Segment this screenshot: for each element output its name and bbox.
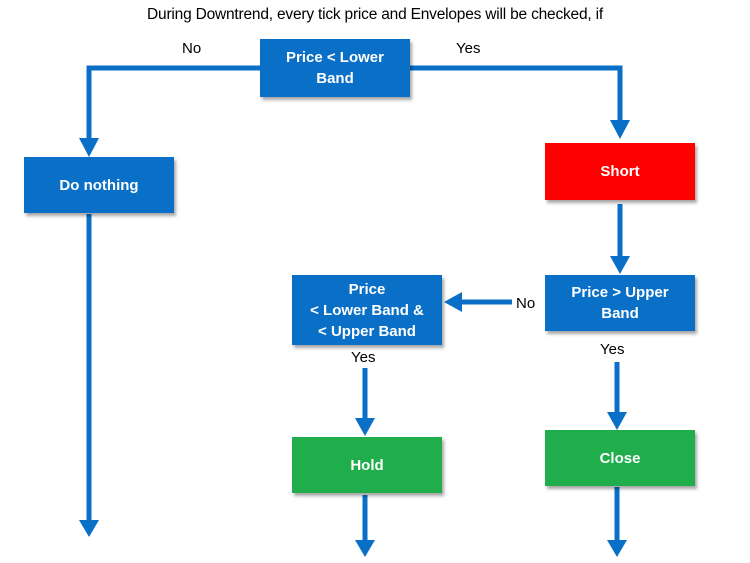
node-label: Do nothing [59,176,139,194]
action-close: Close [545,430,695,486]
edge-label-lower-no: No [182,40,202,57]
node-label-line: < Upper Band [318,322,416,340]
edge-label-lower-yes: Yes [456,40,481,57]
arrow-head [607,412,627,430]
action-do-nothing: Do nothing [24,157,174,213]
node-label-line: < Lower Band & [310,301,424,319]
arrow-head [355,540,375,557]
edge-lower-yes [410,65,623,124]
arrow-head [79,520,99,537]
node-label: Price > Upper Band [571,284,669,322]
action-short: Short [545,143,695,200]
node-label: Price < Lower Band [286,49,384,87]
arrow-head [610,120,630,139]
action-hold: Hold [292,437,442,493]
arrow-head [444,292,462,312]
arrow-head [610,256,630,274]
edge-label-upper-no: No [516,295,536,312]
decision-price-lower-band: Price < Lower Band [260,39,410,97]
node-label: Hold [350,456,384,474]
decision-price-upper-band: Price > Upper Band [545,275,695,331]
arrow-head [79,138,99,157]
diagram-title: During Downtrend, every tick price and E… [147,6,603,23]
node-label: Close [599,449,641,467]
decision-price-between-bands: Price < Lower Band & < Upper Band [292,275,442,345]
edge-lower-no [86,65,260,140]
edge-label-between-yes: Yes [351,349,376,366]
node-label: Short [600,163,640,180]
arrow-head [355,418,375,436]
arrow-head [607,540,627,557]
arrow-heads [79,120,630,557]
edge-label-upper-yes: Yes [600,341,625,358]
node-label-line: Price [348,280,386,298]
